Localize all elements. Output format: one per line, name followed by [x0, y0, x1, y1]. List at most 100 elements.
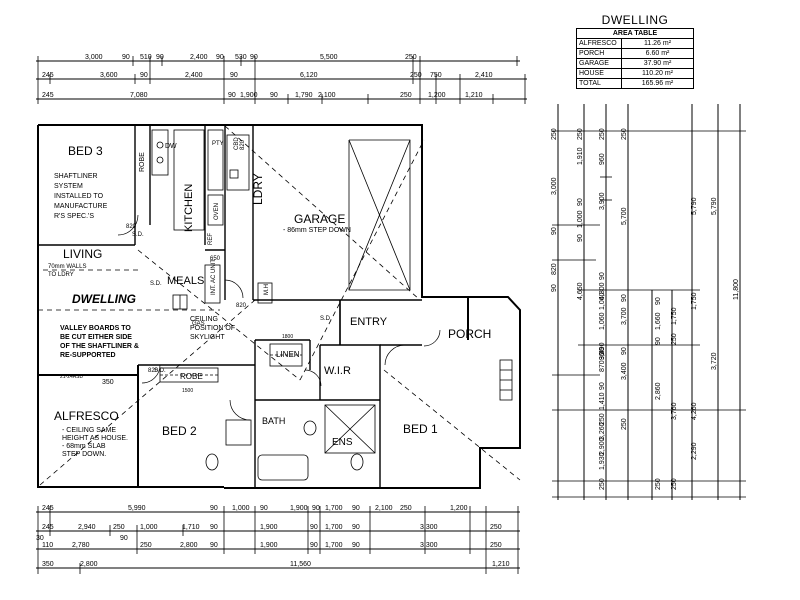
dimension-label: 2,290	[691, 442, 698, 460]
dimension-label: 250	[621, 418, 628, 430]
top-dimension-lines	[36, 56, 527, 104]
dimension-label: 245	[42, 72, 54, 79]
dimension-label: 90	[655, 297, 662, 305]
dimension-label: 1800	[282, 334, 293, 340]
smoke-detector-label: S.D.	[154, 368, 166, 374]
room-label-bed3: BED 3	[68, 144, 103, 158]
smoke-detector-label: S.D.	[150, 281, 162, 287]
dimension-label: 960	[599, 153, 606, 165]
dimension-label: 1,000	[577, 210, 584, 228]
dimension-label: 250	[551, 128, 558, 140]
dimension-label: 90	[122, 54, 130, 61]
dimension-label: 1,930	[599, 452, 606, 470]
pantry-label: PTY	[212, 141, 224, 147]
dimension-label: 1,900	[240, 92, 258, 99]
dimension-label: 90	[352, 542, 360, 549]
smoke-detector-label: S.D.	[320, 316, 332, 322]
dimension-label: 90	[577, 234, 584, 242]
room-label-meals: MEALS	[167, 275, 204, 287]
room-label-ens: ENS	[332, 437, 353, 448]
dimension-label: 2,100	[375, 505, 393, 512]
ac-unit-label: INT. AC UNIT	[211, 259, 217, 295]
dimension-label: 90	[551, 284, 558, 292]
dimension-label: 250	[599, 128, 606, 140]
dimension-label: 1,700	[325, 524, 343, 531]
dimension-label: 820	[148, 368, 159, 374]
room-label-dwelling: DWELLING	[72, 292, 136, 306]
valley-note: BE CUT EITHER SIDE	[60, 334, 132, 341]
dimension-label: 90	[551, 227, 558, 235]
dimension-label: 245	[42, 505, 54, 512]
shaftliner-note: INSTALLED TO	[54, 193, 104, 200]
dimension-label: 245	[42, 92, 54, 99]
dimension-label: 1,210	[492, 561, 510, 568]
dimension-label: 4,260	[691, 402, 698, 420]
dimension-label: 30	[36, 535, 44, 542]
dimension-label: 250	[400, 92, 412, 99]
bed2-robe	[159, 367, 219, 383]
dimension-label: 90	[621, 294, 628, 302]
room-label-alfresco: ALFRESCO	[54, 409, 119, 423]
valley-note: OF THE SHAFTLINER &	[60, 343, 139, 350]
dimension-label: 250	[490, 542, 502, 549]
dimension-label: 90	[260, 505, 268, 512]
dimension-label: 90	[599, 352, 606, 360]
dimension-label: 250	[400, 505, 412, 512]
dimension-label: 1,910	[577, 147, 584, 165]
oven-label: OVEN	[214, 203, 220, 220]
alfresco-note: - 68mm SLAB	[62, 443, 106, 450]
dimension-label: 820	[551, 263, 558, 275]
dimension-label: 4,800	[599, 282, 606, 300]
dimension-label: 90	[216, 54, 224, 61]
dimension-label: 90	[210, 542, 218, 549]
dimension-label: 250	[140, 542, 152, 549]
dimension-label: 90	[599, 272, 606, 280]
room-label-porch: PORCH	[448, 327, 491, 341]
dimension-label: 90	[120, 535, 128, 542]
valley-dashed-lines	[38, 125, 521, 486]
dimension-label: 90	[599, 382, 606, 390]
dimension-label: 650	[210, 256, 221, 262]
dimension-label: 1,660	[655, 312, 662, 330]
dimension-label: 3,700	[621, 307, 628, 325]
dimension-label: 90	[310, 542, 318, 549]
dimension-label: 1,060	[599, 292, 606, 310]
ceiling-note: POSITION OF	[190, 325, 235, 332]
dimension-label: 5,790	[711, 197, 718, 215]
fridge-label: REF	[208, 233, 214, 245]
porch-steps	[499, 359, 513, 401]
dimension-label: 1,200	[428, 92, 446, 99]
dimension-label: 2,780	[72, 542, 90, 549]
dimension-label: 90	[210, 524, 218, 531]
ceiling-note: SKYLIGHT	[190, 334, 225, 341]
walls-note: 70mm WALLS	[48, 264, 86, 270]
dimension-label: 90	[210, 505, 218, 512]
dimension-label: 3,300	[420, 542, 438, 549]
dimension-label: 1,750	[671, 307, 678, 325]
dimension-label: 1,900	[290, 505, 308, 512]
smoke-detector-label: S.D.	[132, 232, 144, 238]
dimension-label: 2,800	[180, 542, 198, 549]
room-label-laundry: LDRY	[251, 173, 265, 205]
internal-walls	[38, 125, 422, 488]
dimension-label: 90	[621, 347, 628, 355]
dimension-label: 250	[655, 478, 662, 490]
dimension-label: 250	[621, 128, 628, 140]
dimension-label: 2,400	[190, 54, 208, 61]
dimension-label: 1,410	[599, 392, 606, 410]
garage-note: - 86mm STEP DOWN	[283, 227, 351, 234]
dimension-label: 11,800	[733, 279, 740, 300]
meter-box	[257, 282, 273, 304]
dimension-label: 3,900	[599, 192, 606, 210]
dimension-label: 2,860	[655, 382, 662, 400]
manhole-label: M.H	[264, 284, 270, 295]
dimension-label: 2,410	[475, 72, 493, 79]
dimension-label: 90	[230, 72, 238, 79]
dimension-label: 90	[599, 347, 606, 355]
dimension-label: 6,120	[300, 72, 318, 79]
dimension-label: 820	[236, 303, 247, 309]
dimension-label: 245	[42, 524, 54, 531]
dimension-label: 530	[235, 54, 247, 61]
